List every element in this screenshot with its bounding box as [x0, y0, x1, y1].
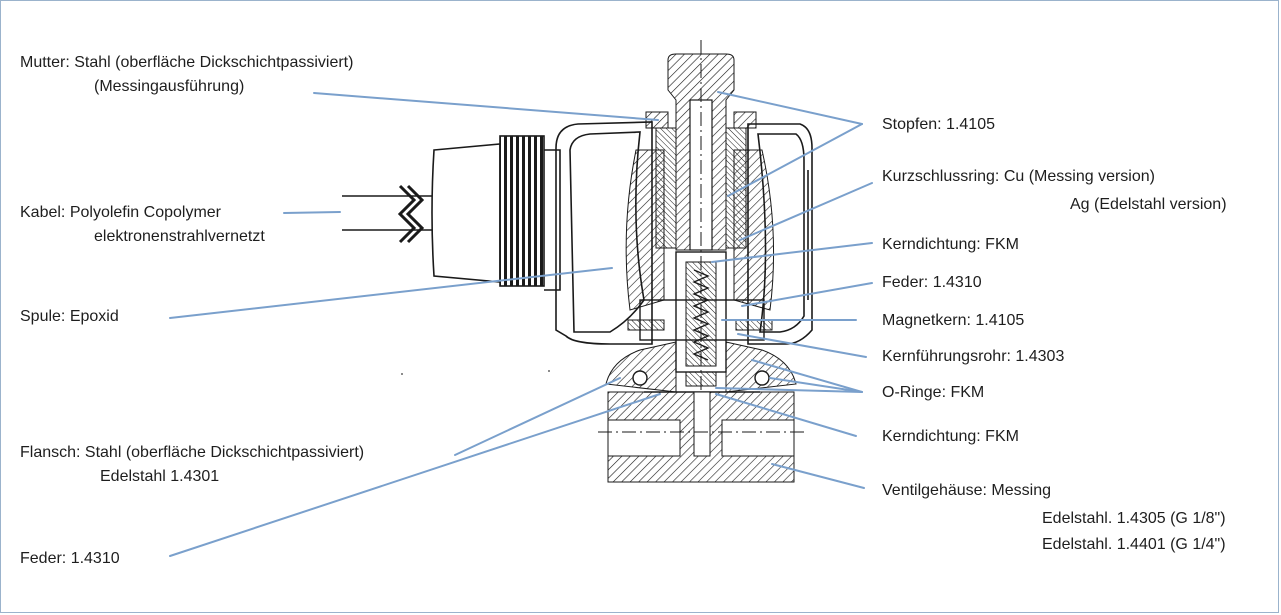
leader-feder-left [169, 393, 661, 557]
leader-kurzschluss [739, 182, 873, 241]
leader-stopfen-b [727, 123, 863, 197]
label-kabel-note: elektronenstrahlvernetzt [94, 228, 265, 245]
label-kurzschlussring-note: Ag (Edelstahl version) [1070, 196, 1227, 213]
label-kabel: Kabel: Polyolefin Copolymer [20, 204, 221, 221]
leader-kerndichtung-bottom [715, 393, 857, 437]
label-o-ringe: O-Ringe: FKM [882, 384, 985, 401]
label-flansch-note: Edelstahl 1.4301 [100, 468, 220, 485]
label-kernfuehrungsrohr: Kernführungsrohr: 1.4303 [882, 348, 1065, 365]
label-ventilgehaeuse-note-1: Edelstahl. 1.4305 (G 1/8") [1042, 510, 1226, 527]
label-kurzschlussring: Kurzschlussring: Cu (Messing version) [882, 168, 1155, 185]
leader-kabel [283, 211, 341, 214]
leader-kernfuehrung [737, 333, 867, 358]
label-feder-right: Feder: 1.4310 [882, 274, 982, 291]
leader-mutter [313, 92, 659, 121]
label-mutter-note: (Messingausführung) [94, 78, 245, 95]
plunger [675, 251, 727, 387]
label-flansch: Flansch: Stahl (oberfläche Dickschichtpa… [20, 444, 365, 461]
label-ventilgehaeuse-note-2: Edelstahl. 1.4401 (G 1/4") [1042, 536, 1226, 553]
leader-ventilgehaeuse [771, 463, 865, 489]
label-mutter: Mutter: Stahl (oberfläche Dickschichtpas… [20, 54, 354, 71]
valve-body [598, 391, 804, 483]
leader-feder-right [741, 282, 873, 307]
label-feder-left: Feder: 1.4310 [20, 550, 120, 567]
cable [342, 184, 432, 244]
stopper-and-nut [645, 40, 757, 420]
leader-oringe-a [751, 359, 863, 393]
label-spule: Spule: Epoxid [20, 308, 119, 325]
label-kerndichtung-top: Kerndichtung: FKM [882, 236, 1019, 253]
leader-oringe-c [715, 387, 863, 393]
label-ventilgehaeuse: Ventilgehäuse: Messing [882, 482, 1051, 499]
leader-stopfen-a [717, 91, 863, 125]
label-kerndichtung-bottom: Kerndichtung: FKM [882, 428, 1019, 445]
label-stopfen: Stopfen: 1.4105 [882, 116, 995, 133]
leader-spule [169, 267, 613, 319]
label-magnetkern: Magnetkern: 1.4105 [882, 312, 1025, 329]
connector-housing [431, 135, 561, 291]
leader-oringe-b [769, 377, 863, 393]
leader-kerndichtung-top [711, 242, 873, 263]
leader-flansch [454, 377, 621, 456]
